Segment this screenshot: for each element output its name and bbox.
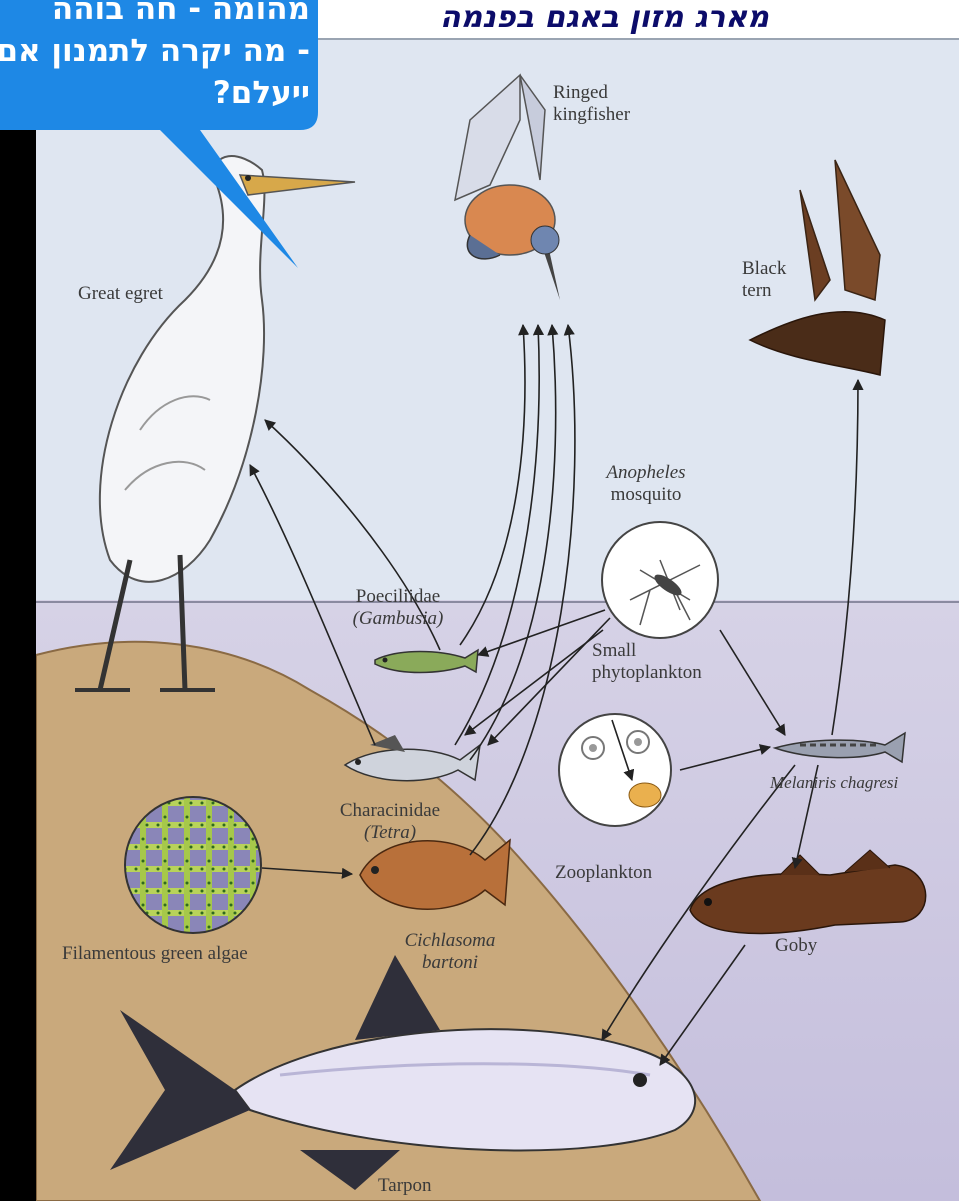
label-poeciliidae: Poeciliidae (Gambusia)	[328, 586, 468, 630]
label-black-tern: Black tern	[742, 258, 786, 302]
label-ringed-kingfisher: Ringed kingfisher	[553, 82, 630, 126]
callout-text: מהומה - חה בוהה - מה יקרה לתמנון אם ייעל…	[10, 0, 310, 114]
label-cichlasoma-bartoni: Cichlasoma bartoni	[395, 930, 505, 974]
left-black-bar	[0, 130, 36, 1201]
callout-line-3: ייעלם?	[10, 72, 310, 114]
label-melaniris-chagresi: Melaniris chagresi	[770, 772, 898, 794]
label-characinidae: Characinidae (Tetra)	[320, 800, 460, 844]
label-tarpon: Tarpon	[378, 1175, 432, 1197]
label-zooplankton: Zooplankton	[555, 862, 652, 884]
label-filamentous-green-algae: Filamentous green algae	[62, 943, 248, 965]
page-title: מארג מזון באגם בפנמה	[318, 0, 959, 40]
mosquito-bubble	[602, 522, 718, 638]
label-goby: Goby	[775, 935, 817, 957]
callout-line-1: מהומה - חה בוהה	[10, 0, 310, 30]
callout-line-2: - מה יקרה לתמנון אם	[10, 30, 310, 72]
filamentous-algae-bubble	[125, 797, 261, 933]
label-small-phytoplankton: Small phytoplankton	[592, 640, 702, 684]
label-great-egret: Great egret	[78, 283, 163, 305]
label-anopheles-mosquito: Anopheles mosquito	[596, 462, 696, 506]
